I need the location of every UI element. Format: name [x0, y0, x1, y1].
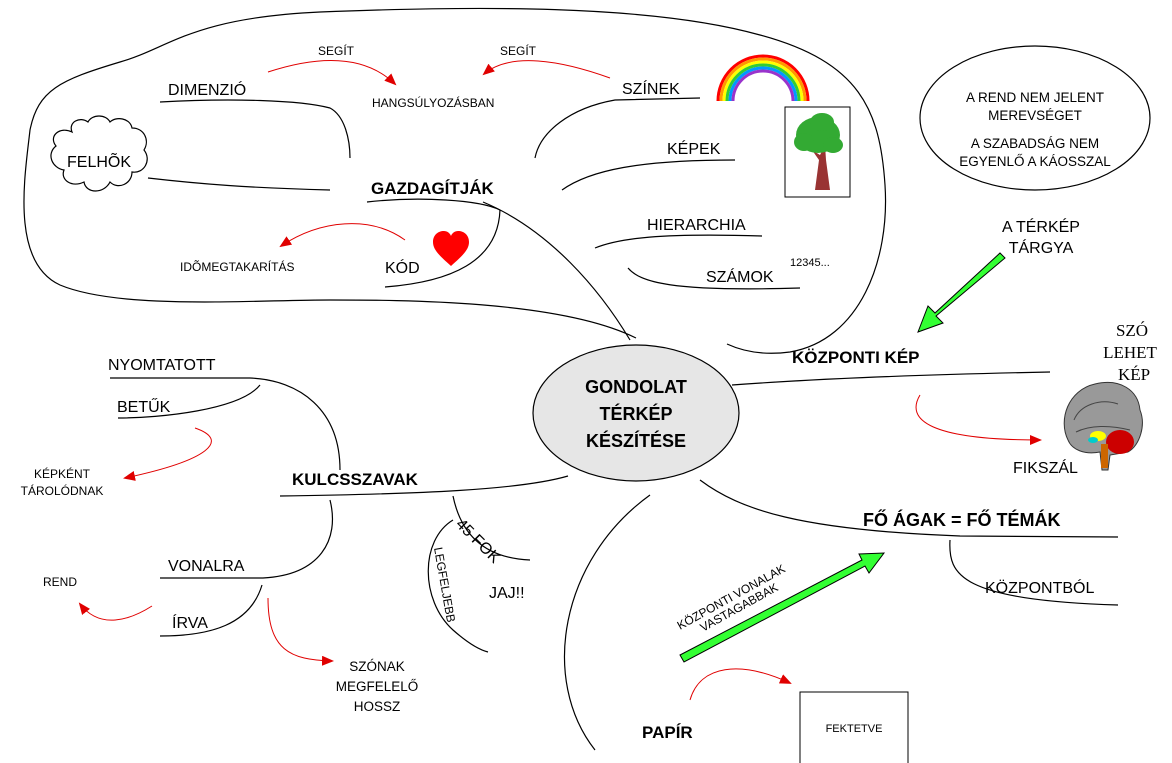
kep-label: KÉP: [1118, 365, 1150, 384]
segit-label-1: SEGÍT: [318, 43, 355, 58]
kulcsszavak-label: KULCSSZAVAK: [292, 470, 419, 489]
small-cloud-shape: [50, 115, 148, 192]
vonalra-label: VONALRA: [168, 558, 245, 575]
fikszal-label: FIKSZÁL: [1013, 458, 1078, 477]
dimenzio-label: DIMENZIÓ: [168, 80, 246, 99]
center-line-1: GONDOLAT: [585, 377, 687, 397]
kod-label: KÓD: [385, 258, 420, 277]
rend-label: REND: [43, 575, 77, 589]
szonak-line-2: MEGFELELŐ: [336, 679, 419, 694]
terkep-targya-1: A TÉRKÉP: [1002, 217, 1080, 236]
cloud-outline: [23, 7, 887, 354]
hangsulyozasban-label: HANGSÚLYOZÁSBAN: [372, 95, 494, 110]
fo-agak-label: FŐ ÁGAK = FŐ TÉMÁK: [863, 509, 1061, 530]
center-line-3: KÉSZÍTÉSE: [586, 430, 686, 451]
irva-label: ÍRVA: [172, 613, 208, 632]
betuk-label: BETŰK: [117, 397, 171, 416]
fektetve-label: FEKTETVE: [826, 723, 883, 735]
szinek-label: SZÍNEK: [622, 79, 680, 98]
papir-label: PAPÍR: [642, 723, 693, 742]
szamok-label: SZÁMOK: [706, 267, 774, 286]
paper-rect: [799, 691, 909, 763]
rainbow-icon: [716, 54, 810, 102]
green-arrow-subject: [917, 252, 1006, 333]
fok45-label: 45 FOK: [452, 516, 503, 567]
kepek-label: KÉPEK: [667, 139, 721, 158]
green-arrows: [679, 252, 1006, 663]
szamok-sup: 12345...: [790, 257, 830, 269]
szonak-line-3: HOSSZ: [354, 699, 401, 714]
kozponti-kep-label: KÖZPONTI KÉP: [792, 348, 920, 367]
jaj-label: JAJ!!: [489, 585, 525, 602]
szo-label: SZÓ: [1116, 321, 1148, 340]
terkep-targya-2: TÁRGYA: [1009, 238, 1074, 257]
heart-icon: [433, 231, 469, 266]
note-line-1: A REND NEM JELENT: [966, 90, 1104, 105]
hierarchia-label: HIERARCHIA: [647, 217, 746, 234]
segit-label-2: SEGÍT: [500, 43, 537, 58]
central-node: [532, 344, 740, 482]
nyomtatott-label: NYOMTATOTT: [108, 357, 216, 374]
left-branch-lines: [110, 377, 569, 653]
note-oval: [919, 45, 1151, 191]
felhok-label: FELHÕK: [67, 151, 131, 171]
kepkent-line-1: KÉPKÉNT: [34, 466, 91, 481]
legfelejebb-label: LEGFELJEBB: [431, 546, 458, 623]
red-arrows: [78, 59, 1042, 701]
right-branch-lines: [563, 371, 1119, 751]
center-line-2: TÉRKÉP: [599, 403, 672, 424]
gazdagitjak-label: GAZDAGÍTJÁK: [371, 179, 495, 198]
brain-icon: [1063, 382, 1143, 471]
green-arrow-thick-lines: [679, 552, 886, 663]
lehet-label: LEHET: [1103, 343, 1157, 362]
idomegtakaritas-label: IDÕMEGTAKARÍTÁS: [180, 259, 294, 274]
tree-icon: [784, 106, 851, 198]
note-line-2: MEREVSÉGET: [988, 108, 1082, 123]
note-line-4: EGYENLŐ A KÁOSSZAL: [959, 154, 1111, 169]
kozpontbol-label: KÖZPONTBÓL: [985, 578, 1094, 597]
kepkent-line-2: TÁROLÓDNAK: [21, 483, 104, 498]
szonak-line-1: SZÓNAK: [349, 659, 405, 674]
top-branch-lines: [147, 97, 801, 341]
note-line-3: A SZABADSÁG NEM: [971, 136, 1099, 151]
